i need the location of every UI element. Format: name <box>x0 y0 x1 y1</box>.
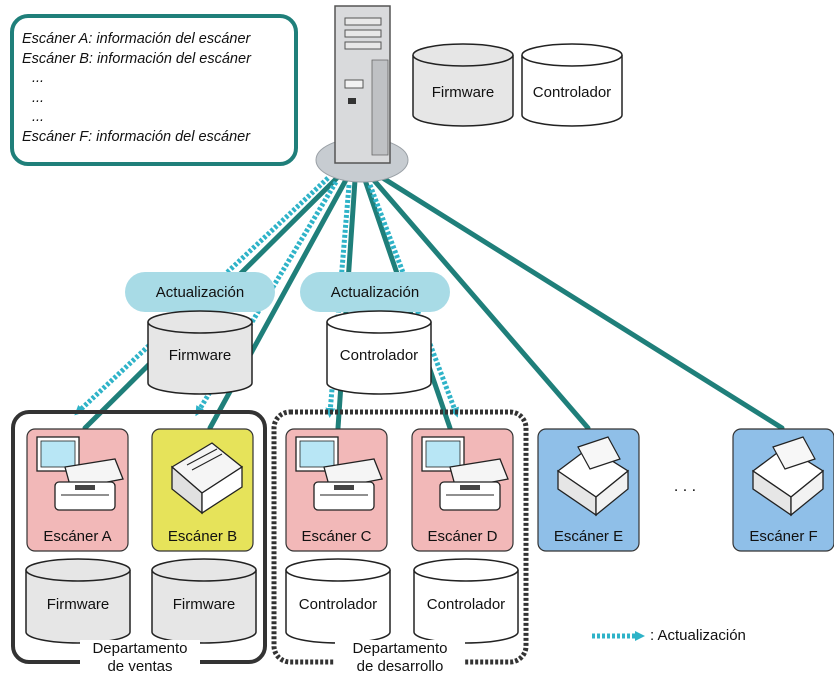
scanner-e-icon <box>556 436 630 517</box>
scanner-d-storage <box>413 558 519 644</box>
info-line: ... <box>32 70 45 86</box>
update-firmware-package <box>147 310 253 395</box>
server-driver-storage <box>521 43 623 127</box>
scanner-f-label: Escáner F <box>749 528 818 545</box>
update-badge-right-shape <box>300 272 450 312</box>
server-firmware-storage <box>412 43 514 127</box>
server-firmware-label: Firmware <box>431 84 495 101</box>
scanner-d-label: Escáner D <box>427 528 498 545</box>
update-badge-left: Actualización <box>155 284 245 301</box>
development-department-line-2: de desarrollo <box>356 658 444 675</box>
sales-department-line-1: Departamento <box>92 640 188 657</box>
development-department-label: Departamento de desarrollo <box>335 640 465 676</box>
more-scanners-ellipsis: . . . <box>673 478 697 495</box>
server-power-panel <box>344 79 364 89</box>
server-drive-bay-3 <box>344 41 382 50</box>
server-computer <box>315 5 409 183</box>
scanner-b-label: Escáner B <box>167 528 238 545</box>
scanner-b-storage-label: Firmware <box>172 596 236 613</box>
sales-department-label: Departamento de ventas <box>80 640 200 676</box>
scanner-c-label: Escáner C <box>301 528 372 545</box>
info-line: Escáner A: información del escáner <box>22 31 251 47</box>
server-tower-side <box>371 59 389 156</box>
scanner-a-icon <box>36 436 124 511</box>
info-line: ... <box>32 109 45 125</box>
scanner-d-storage-label: Controlador <box>426 596 506 613</box>
update-firmware-package-label: Firmware <box>168 347 232 364</box>
scanner-c-icon <box>295 436 383 511</box>
scanner-d-icon <box>421 436 509 511</box>
update-driver-package-label: Controlador <box>339 347 419 364</box>
scanner-c-storage-label: Controlador <box>298 596 378 613</box>
sales-department-line-2: de ventas <box>107 658 173 675</box>
network-lines <box>82 172 785 431</box>
update-badge-right: Actualización <box>330 284 420 301</box>
scanner-info-panel: Escáner A: información del escáner Escán… <box>10 14 298 166</box>
scanner-c-storage <box>285 558 391 644</box>
update-driver-package <box>326 310 432 395</box>
scanner-e-label: Escáner E <box>553 528 624 545</box>
scanner-a-label: Escáner A <box>43 528 112 545</box>
scanner-a-storage <box>25 558 131 644</box>
info-line: Escáner B: información del escáner <box>22 50 251 67</box>
development-department-line-1: Departamento <box>352 640 448 657</box>
update-badge-left-shape <box>125 272 275 312</box>
network-line-scanner-f <box>375 172 785 431</box>
info-line: Escáner F: información del escáner <box>22 128 251 145</box>
server-drive-bay-1 <box>344 17 382 26</box>
network-line-scanner-e <box>369 175 591 431</box>
scanner-b-icon <box>170 442 244 515</box>
server-drive-bay-2 <box>344 29 382 38</box>
legend-update-label: : Actualización <box>650 627 746 644</box>
scanner-a-storage-label: Firmware <box>46 596 110 613</box>
scanner-f-icon <box>751 436 825 517</box>
server-driver-label: Controlador <box>532 84 612 101</box>
scanner-b-storage <box>151 558 257 644</box>
info-line: ... <box>32 89 45 106</box>
server-slot <box>348 98 356 104</box>
